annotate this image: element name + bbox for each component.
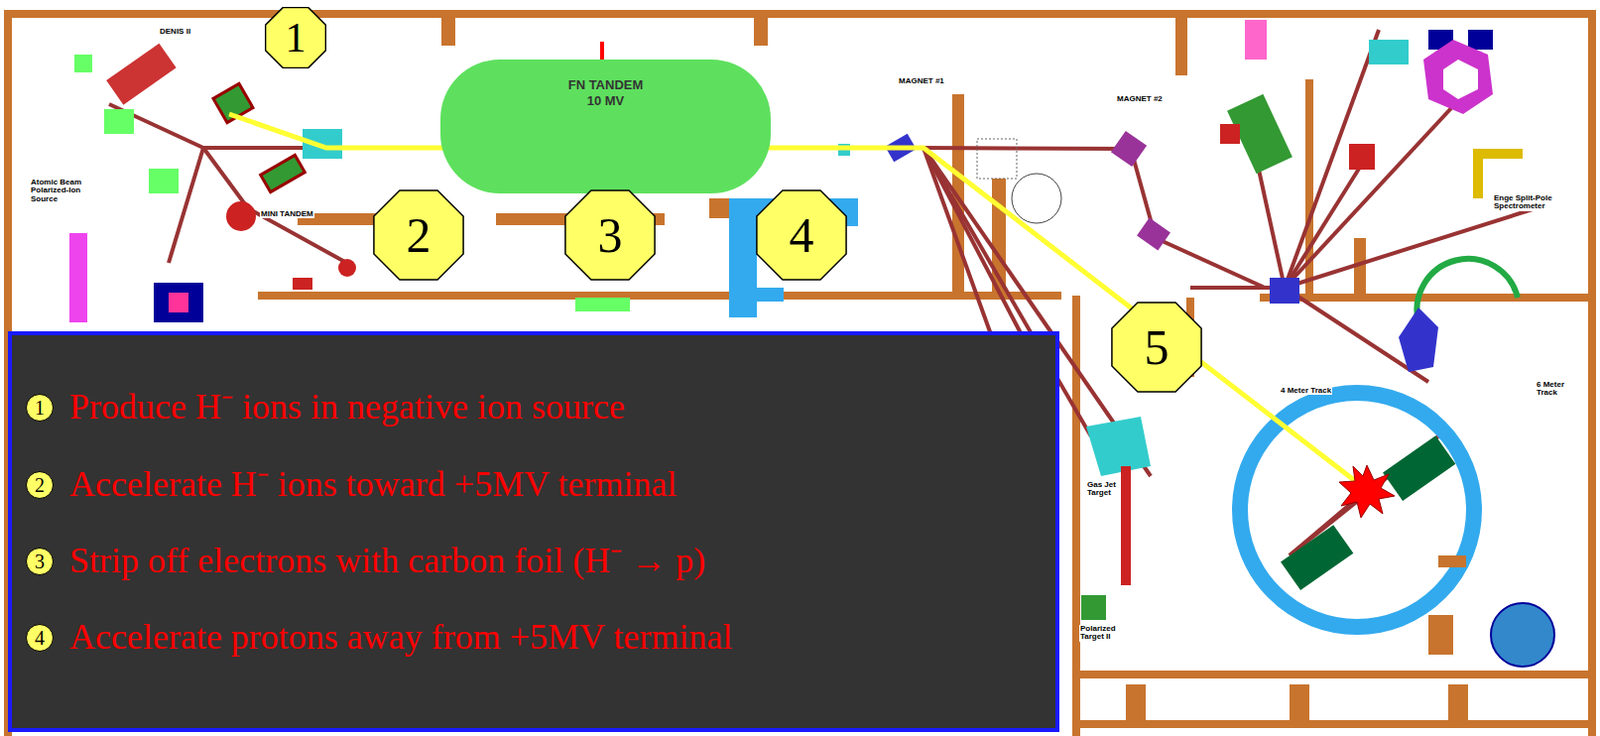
callout-text: 3 [598, 210, 623, 260]
callout-number: 5 [1110, 301, 1203, 393]
part-label: Polarized Target II [1079, 624, 1133, 642]
step-text: Accelerate protons away from +5MV termin… [69, 617, 733, 658]
part-label: MAGNET #2 [1115, 95, 1164, 104]
part-label: 6 Meter Track [1535, 380, 1580, 398]
part-label: 4 Meter Track [1279, 386, 1333, 395]
step-text: Strip off electrons with carbon foil (H⁻… [69, 541, 706, 582]
callout-number: 1 [264, 6, 327, 69]
part-label: Gas Jet Target [1086, 481, 1120, 498]
callout-number: 4 [755, 189, 848, 281]
target-star [1339, 465, 1395, 518]
step-number: 4 [25, 623, 54, 652]
part-label: MAGNET #1 [897, 77, 946, 86]
callout-text: 2 [34, 475, 45, 495]
callout-text: 2 [406, 210, 432, 260]
callout-text: 4 [789, 210, 815, 260]
callout-number: 2 [372, 189, 465, 281]
step-number: 3 [25, 547, 54, 576]
part-label: Atomic Beam Polarized-Ion Source [29, 178, 94, 204]
walls [7, 13, 1593, 736]
step-number: 1 [25, 393, 54, 422]
tandem-accelerator: FN TANDEM 10 MV [440, 59, 771, 194]
part-label: Enge Split-Pole Spectrometer [1492, 194, 1575, 212]
step-number: 2 [25, 471, 54, 499]
callout-text: 5 [1144, 322, 1170, 372]
callout-number: 3 [564, 189, 656, 281]
machine-name: FN TANDEM 10 MV [559, 77, 653, 109]
callout-text: 1 [34, 397, 45, 418]
part-label: DENIS II [158, 27, 192, 36]
step-text: Produce H⁻ ions in negative ion source [69, 387, 625, 428]
callout-text: 3 [34, 551, 45, 572]
callout-text: 1 [285, 16, 307, 59]
callout-text: 4 [34, 627, 45, 648]
step-text: Accelerate H⁻ ions toward +5MV terminal [69, 465, 677, 505]
part-label: MINI TANDEM [259, 210, 315, 219]
